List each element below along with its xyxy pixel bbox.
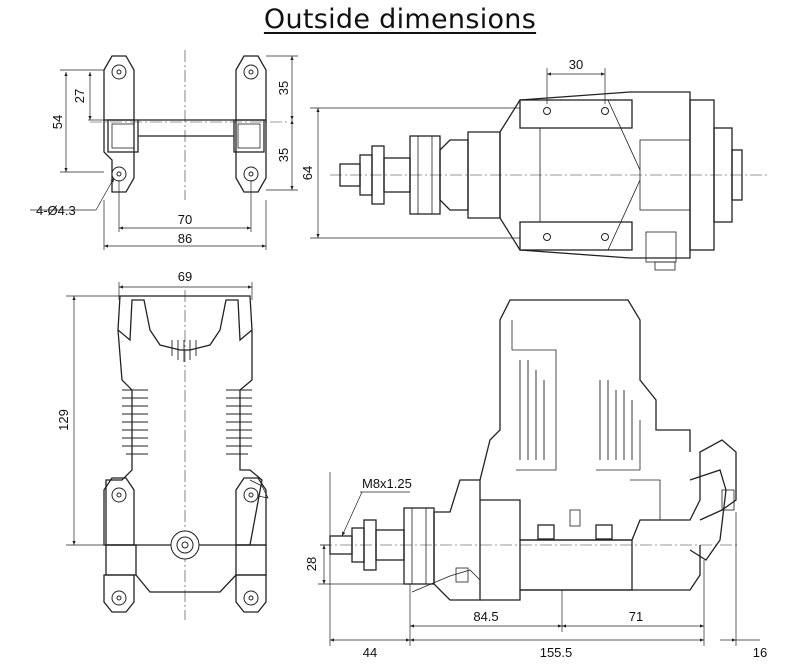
engine-front-view: 69 129 <box>56 269 269 620</box>
cylinder-fins <box>122 389 252 455</box>
dim-69: 69 <box>178 269 192 284</box>
dim-129: 129 <box>56 409 71 431</box>
dim-27: 27 <box>72 89 87 103</box>
dim-155-5: 155.5 <box>540 645 573 660</box>
dim-16: 16 <box>753 645 767 660</box>
dim-54: 54 <box>50 115 65 129</box>
page-title: Outside dimensions <box>263 4 537 35</box>
dim-71: 71 <box>629 609 643 624</box>
dim-84-5: 84.5 <box>473 609 498 624</box>
dim-35-upper: 35 <box>276 81 291 95</box>
mount-top-view: 27 54 35 35 4-Ø4.3 70 86 <box>30 50 298 250</box>
dim-hole: 4-Ø4.3 <box>36 203 76 218</box>
engine-side-view: M8x1.25 28 44 84.5 71 155.5 16 <box>304 299 767 660</box>
dim-28: 28 <box>304 557 319 571</box>
dim-thread: M8x1.25 <box>362 476 412 491</box>
dim-30: 30 <box>569 57 583 72</box>
side-head-fins <box>519 360 633 460</box>
head-fins <box>171 340 197 362</box>
engine-top-view: 30 64 <box>300 57 770 271</box>
dim-86: 86 <box>178 231 192 246</box>
dim-64: 64 <box>300 166 315 180</box>
dim-70: 70 <box>178 212 192 227</box>
dim-44: 44 <box>363 645 377 660</box>
dim-35-lower: 35 <box>276 148 291 162</box>
